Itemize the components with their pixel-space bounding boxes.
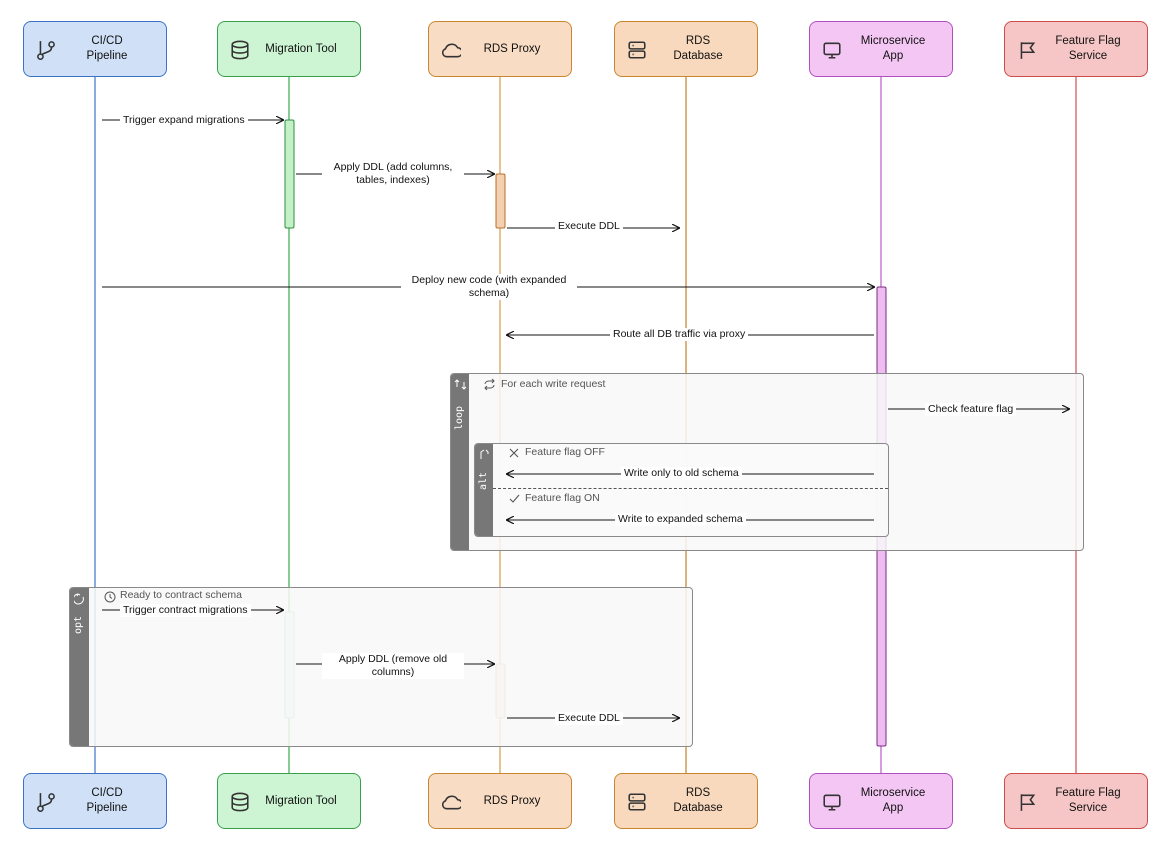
- clock-icon: [104, 591, 116, 603]
- monitor-icon: [823, 794, 841, 811]
- database-icon: [231, 792, 249, 812]
- loop-frame-tag: loop: [454, 405, 465, 430]
- git-branch-icon: [37, 793, 55, 812]
- database-icon: [231, 40, 249, 60]
- server-icon: [628, 793, 646, 811]
- monitor-icon: [823, 42, 841, 59]
- participant-label-line: Feature Flag: [1055, 787, 1121, 799]
- msg-check-flag: Check feature flag: [925, 403, 1017, 416]
- loop-tab-icon: [454, 379, 467, 390]
- alt-frame-tab: [475, 444, 493, 536]
- msg-deploy-new-code: Deploy new code (with expanded schema): [401, 274, 577, 300]
- alt-divider: [493, 488, 888, 489]
- msg-write-old: Write only to old schema: [621, 467, 742, 480]
- participant-label-line: RDS: [685, 35, 711, 47]
- opt-tab-icon: [74, 593, 84, 605]
- participant-label-line: Database: [673, 50, 723, 62]
- participant-label-line: Service: [1068, 802, 1108, 814]
- server-icon: [628, 41, 646, 59]
- participant-label-line: Pipeline: [86, 50, 128, 62]
- participant-label-line: RDS: [685, 787, 711, 799]
- cloud-icon: [441, 43, 461, 58]
- opt-frame-tab: [70, 588, 89, 746]
- msg-write-expanded: Write to expanded schema: [615, 513, 746, 526]
- alt-cond-off: Feature flag OFF: [525, 446, 605, 458]
- participant-rds-bottom: RDS Database: [614, 773, 758, 829]
- flag-icon: [1020, 794, 1036, 811]
- participant-label-line: Microservice: [860, 35, 926, 47]
- participant-label: RDS Proxy: [459, 794, 565, 809]
- msg-trigger-contract: Trigger contract migrations: [120, 604, 251, 617]
- participant-rds-top: RDS Database: [614, 21, 758, 77]
- participant-label: Migration Tool: [248, 794, 354, 809]
- alt-tab-icon: [480, 449, 489, 459]
- participant-cicd-bottom: CI/CD Pipeline: [23, 773, 167, 829]
- participant-label-line: Microservice: [860, 787, 926, 799]
- msg-apply-ddl-add: Apply DDL (add columns, tables, indexes): [322, 161, 464, 187]
- msg-apply-ddl-remove: Apply DDL (remove old columns): [322, 653, 464, 679]
- participant-label-line: RDS Proxy: [483, 795, 541, 807]
- participant-label-line: CI/CD: [91, 35, 123, 47]
- opt-frame-tag: opt: [73, 615, 84, 634]
- participant-label-line: Migration Tool: [265, 43, 337, 55]
- participant-label: RDS Database: [645, 34, 751, 64]
- cloud-icon: [441, 795, 461, 810]
- participant-label: RDS Proxy: [459, 42, 565, 57]
- msg-route-traffic: Route all DB traffic via proxy: [610, 328, 749, 341]
- activation-bar: [495, 173, 506, 229]
- participant-label-line: Database: [673, 802, 723, 814]
- participant-proxy-bottom: RDS Proxy: [428, 773, 572, 829]
- participant-proxy-top: RDS Proxy: [428, 21, 572, 77]
- participant-label-line: CI/CD: [91, 787, 123, 799]
- msg-execute-ddl-1: Execute DDL: [555, 220, 623, 233]
- repeat-icon: [484, 378, 495, 391]
- participant-label: Migration Tool: [248, 42, 354, 57]
- git-branch-icon: [37, 41, 55, 60]
- participant-migration-bottom: Migration Tool: [217, 773, 361, 829]
- participant-label-line: App: [882, 50, 904, 62]
- close-x-icon: [509, 448, 519, 458]
- participant-label-line: Pipeline: [86, 802, 128, 814]
- alt-frame-tag: alt: [478, 471, 489, 490]
- msg-execute-ddl-2: Execute DDL: [555, 712, 623, 725]
- check-icon: [509, 494, 520, 503]
- flag-icon: [1020, 42, 1036, 59]
- activation-bar: [284, 119, 295, 229]
- participant-label: RDS Database: [645, 786, 751, 816]
- participant-label-line: Service: [1068, 50, 1108, 62]
- participant-cicd-top: CI/CD Pipeline: [23, 21, 167, 77]
- msg-trigger-expand: Trigger expand migrations: [120, 114, 248, 127]
- participant-label-line: RDS Proxy: [483, 43, 541, 55]
- participant-label-line: Feature Flag: [1055, 35, 1121, 47]
- participant-label-line: Migration Tool: [265, 795, 337, 807]
- loop-frame-tab: [451, 374, 469, 550]
- opt-frame-title: Ready to contract schema: [120, 589, 242, 601]
- participant-label: CI/CD Pipeline: [54, 34, 160, 64]
- loop-frame-title: For each write request: [501, 378, 606, 390]
- alt-cond-on: Feature flag ON: [525, 492, 600, 504]
- participant-label-line: App: [882, 802, 904, 814]
- participant-label: CI/CD Pipeline: [54, 786, 160, 816]
- participant-migration-top: Migration Tool: [217, 21, 361, 77]
